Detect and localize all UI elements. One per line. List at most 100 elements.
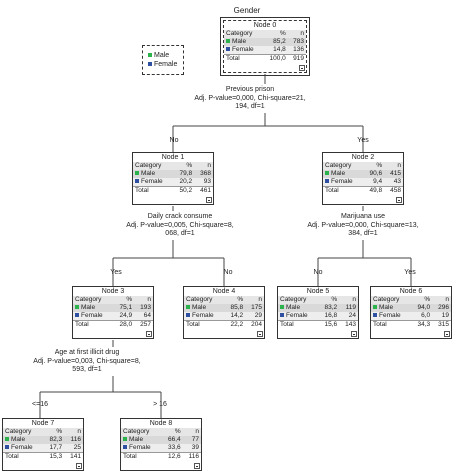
table-header-row: Category%n [3,428,83,436]
table-header-row: Category%n [323,162,403,170]
collapse-toggle-icon[interactable] [206,197,212,203]
edge-label-yes: Yes [357,137,369,144]
percent-value: 24,9 [113,312,135,321]
female-swatch-icon [186,313,190,317]
total-percent: 50,2 [173,186,195,195]
node-id: Node 3 [101,288,125,295]
female-swatch-icon [226,47,230,51]
collapse-toggle-icon[interactable] [299,65,305,71]
percent-value: 79,8 [173,170,195,178]
female-swatch-icon [135,179,139,183]
edge-label-no: No [313,269,323,276]
percent-value: 17,7 [43,444,65,453]
edge-label-gt16: > 16 [153,401,167,408]
category-label: Female [192,312,214,319]
total-percent: 49,8 [363,186,385,195]
collapse-toggle-icon[interactable] [194,463,200,469]
count-value: 296 [432,304,451,312]
category-label: Female [11,444,33,451]
male-swatch-icon [75,305,79,309]
collapse-toggle-icon[interactable] [257,331,263,337]
total-count: 315 [432,320,451,329]
percent-value: 75,1 [113,304,135,312]
total-percent: 12,6 [161,452,183,461]
total-count: 143 [339,320,358,329]
male-swatch-icon [5,437,9,441]
count-value: 43 [384,178,403,187]
count-value: 415 [384,170,403,178]
table-header-row: Category%n [371,296,451,304]
count-value: 19 [432,312,451,321]
category-label: Male [379,304,394,311]
percent-value: 94,0 [411,304,433,312]
header-percent: % [318,296,340,304]
total-percent: 28,0 [113,320,135,329]
percent-value: 16,8 [318,312,340,321]
edge-label-yes: Yes [404,269,416,276]
collapse-toggle-icon[interactable] [444,331,450,337]
header-percent: % [43,428,65,436]
node-id: Node 0 [253,22,277,29]
header-n: n [245,296,264,304]
female-swatch-icon [75,313,79,317]
category-label: Female [129,444,151,451]
category-label: Female [379,312,401,319]
collapse-toggle-icon[interactable] [76,463,82,469]
percent-value: 6,0 [411,312,433,321]
collapse-toggle-icon[interactable] [351,331,357,337]
percent-value: 33,6 [161,444,183,453]
count-value: 193 [134,304,153,312]
category-label: Male [129,436,144,443]
total-label: Total [371,320,412,329]
male-swatch-icon [186,305,190,309]
header-percent: % [262,30,288,38]
header-category: Category [3,428,44,436]
header-n: n [134,296,153,304]
total-label: Total [133,186,174,195]
count-value: 24 [339,312,358,321]
count-value: 64 [134,312,153,321]
header-n: n [339,296,358,304]
female-swatch-icon [123,445,127,449]
female-swatch-icon [5,445,9,449]
count-value: 136 [287,46,306,55]
header-percent: % [173,162,195,170]
total-percent: 22,2 [224,320,246,329]
header-category: Category [224,30,263,38]
header-n: n [432,296,451,304]
collapse-toggle-icon[interactable] [146,331,152,337]
count-value: 25 [64,444,83,453]
edge-label-no: No [169,137,179,144]
collapse-toggle-icon[interactable] [396,197,402,203]
